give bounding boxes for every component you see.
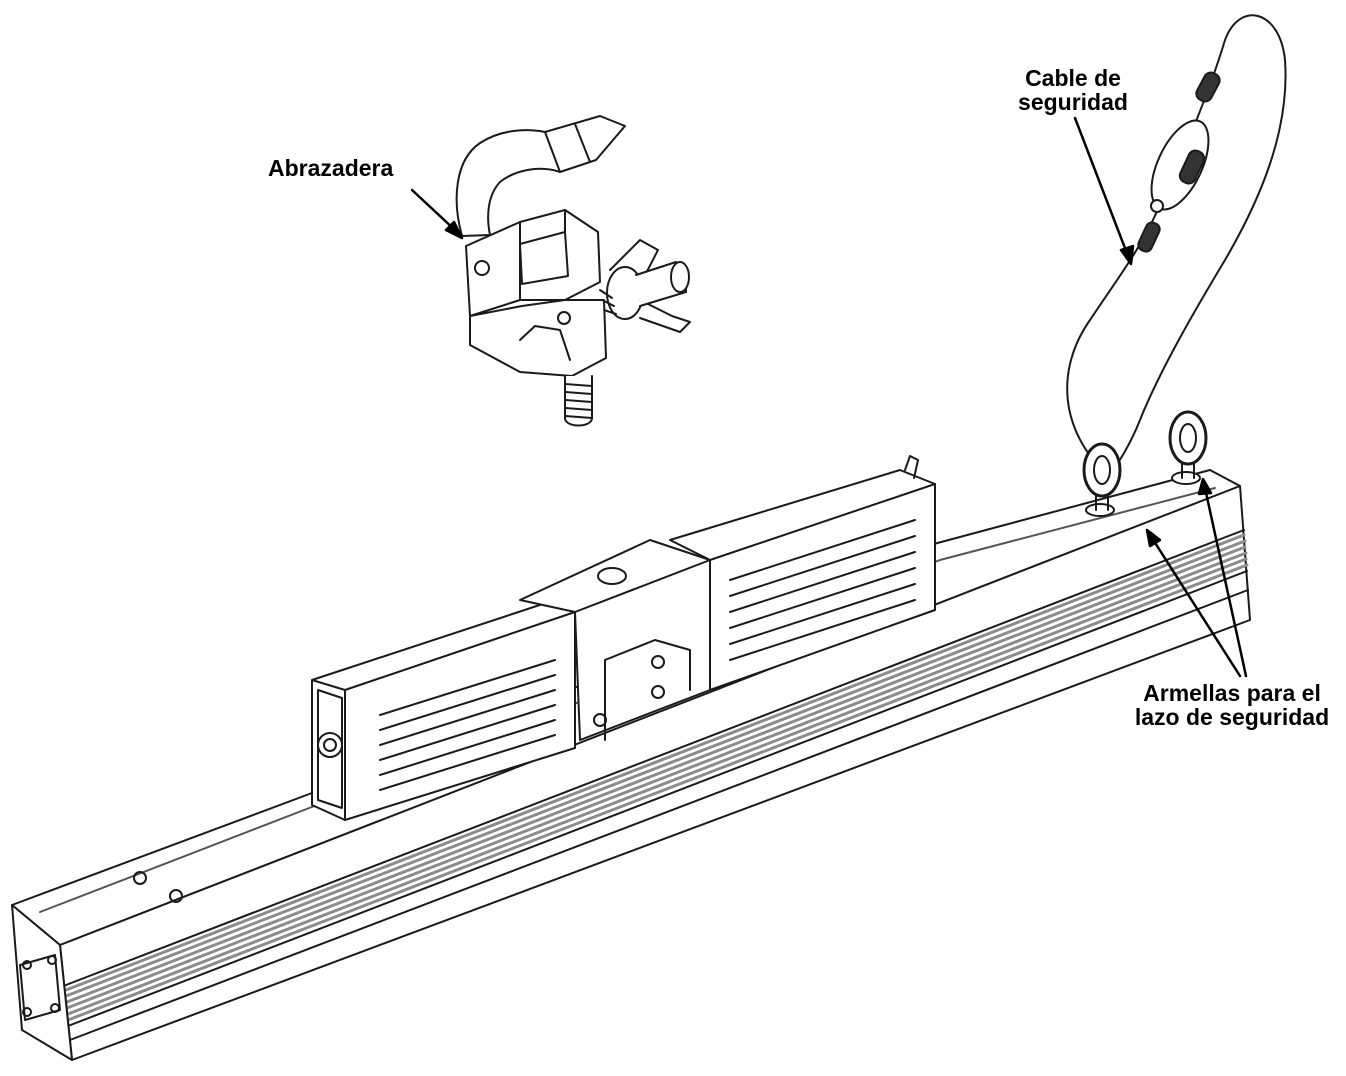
eyebolts-label-line2: lazo de seguridad [1134, 704, 1330, 730]
safety-cable-illustration [1066, 14, 1287, 476]
eyebolts-label-line1: Armellas para el [1143, 680, 1321, 706]
arrow-cable [1073, 116, 1130, 258]
clamp-label: Abrazadera [268, 156, 393, 180]
arrow-eyebolt-2 [1203, 486, 1248, 678]
eyebolts-label: Armellas para el lazo de seguridad [1121, 681, 1343, 729]
fixture-bar-illustration [11, 410, 1251, 1061]
clamp-label-text: Abrazadera [268, 155, 394, 181]
eyebolt-left [1082, 442, 1122, 517]
safety-cable-label: Cable de seguridad [1004, 66, 1142, 114]
arrow-clamp [410, 188, 457, 232]
arrow-eyebolt-1 [1150, 536, 1242, 678]
callout-arrows [410, 116, 1248, 678]
safety-cable-label-line1: Cable de [1025, 65, 1121, 91]
fixture-housing-illustration [311, 455, 936, 821]
safety-cable-label-line2: seguridad [1018, 89, 1128, 115]
eyebolt-right [1168, 410, 1208, 485]
clamp-illustration [455, 115, 691, 427]
